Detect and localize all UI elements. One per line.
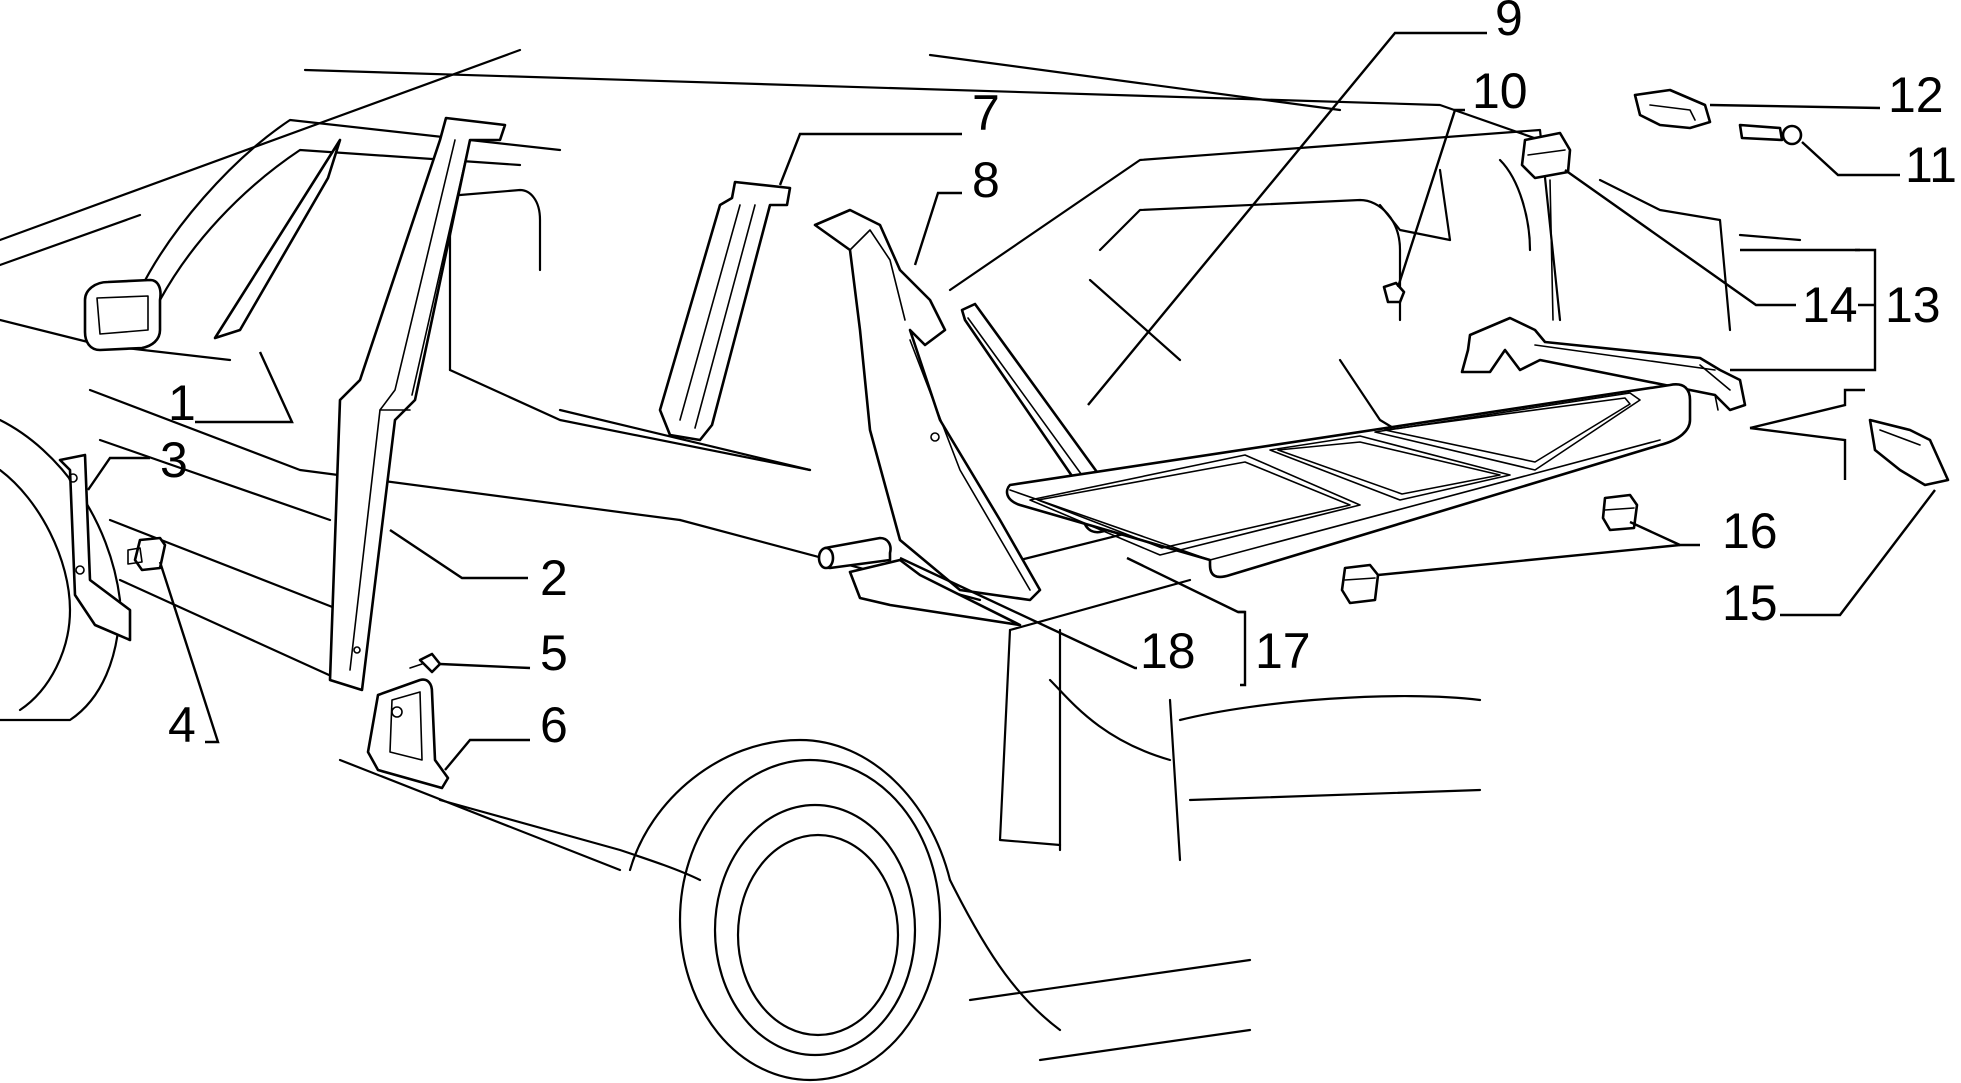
callout-8: 8 [972,152,1000,208]
callout-10: 10 [1472,63,1528,119]
callout-11: 11 [1905,137,1957,193]
part-16-clips [1340,493,1639,605]
part-11-screw [1738,123,1803,146]
callout-2: 2 [540,550,568,606]
callout-17: 17 [1255,623,1311,679]
callout-7: 7 [972,85,1000,141]
callout-5: 5 [540,625,568,681]
part-2-b-pillar-trim [328,116,507,692]
callout-12: 12 [1888,67,1944,123]
callout-4: 4 [168,697,196,753]
callout-3: 3 [160,432,188,488]
part-7-pillar-trim [658,180,792,442]
part-13-support-bracket [1460,316,1747,412]
part-4-plug [127,536,167,572]
part-8-quarter-trim [813,208,1042,602]
part-18-pin [817,536,1022,627]
part-10-clip [1382,281,1406,304]
part-3-bracket [58,453,132,642]
part-5-screw [409,652,442,674]
callout-14: 14 [1802,277,1858,333]
leader-lines [87,31,1936,771]
callout-16: 16 [1722,503,1778,559]
callout-labels: 1 2 3 4 5 6 7 8 9 10 11 12 13 14 15 16 1… [160,0,1957,753]
callout-6: 6 [540,697,568,753]
part-17-parcel-shelf [1005,383,1692,579]
part-6-base-cover [366,678,450,790]
callout-13: 13 [1885,277,1941,333]
callout-15: 15 [1722,575,1778,631]
callout-1: 1 [168,375,196,431]
door-mirror [83,278,162,352]
callout-18: 18 [1140,623,1196,679]
callout-9: 9 [1495,0,1523,46]
part-1-window-trim [213,138,342,340]
part-12-clip [1633,88,1712,130]
part-15-corner-cap [1868,418,1950,487]
